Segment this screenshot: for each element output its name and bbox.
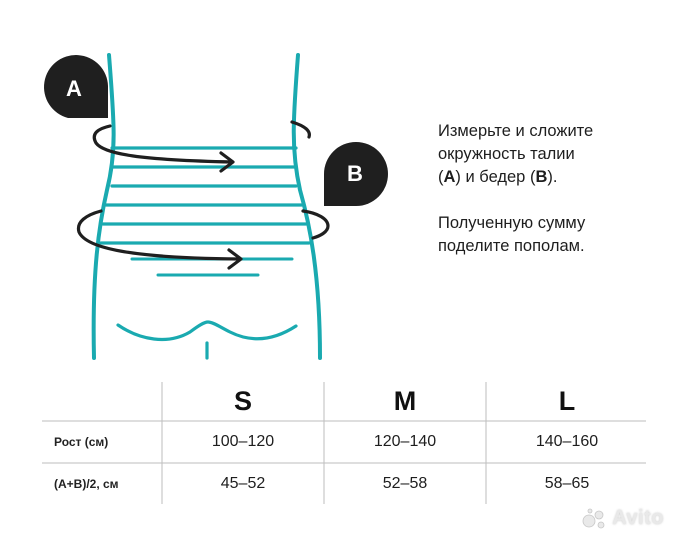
instruction-line: поделите пополам. <box>438 237 585 255</box>
avito-watermark-text: Avito <box>612 507 664 529</box>
size-header-l: L <box>558 386 576 416</box>
row-label-girth: (A+B)/2, см <box>54 477 119 491</box>
table-cell: 45–52 <box>220 475 266 492</box>
instruction-line: окружность талии <box>438 145 575 163</box>
measurement-instructions: Измерьте и сложите окружность талии (A) … <box>438 120 673 258</box>
marker-b: B <box>324 142 388 206</box>
avito-watermark: Avito <box>582 507 664 530</box>
marker-a-label: A <box>66 76 82 101</box>
waist-arrow-icon <box>92 120 311 173</box>
instruction-b: B <box>535 168 548 186</box>
size-header-m: M <box>393 386 417 416</box>
size-header-s: S <box>233 386 252 416</box>
instruction-text-2: Полученную сумму поделите пополам. <box>438 212 673 258</box>
instruction-line: ). <box>547 168 558 186</box>
row-label-height: Рост (см) <box>54 435 109 449</box>
marker-a: A <box>44 55 108 118</box>
measurement-illustration: A B <box>44 53 388 360</box>
instruction-line: Измерьте и сложите <box>438 122 594 140</box>
table-cell: 52–58 <box>382 475 428 492</box>
instruction-text-1: Измерьте и сложите окружность талии (A) … <box>438 120 673 189</box>
size-table: S M L Рост (см) 100–120 120–140 140–160 … <box>0 372 676 512</box>
body-outline-left <box>91 53 116 360</box>
avito-logo-icon <box>582 508 605 528</box>
table-cell: 140–160 <box>535 433 599 450</box>
instruction-a: A <box>443 168 456 186</box>
table-cell: 120–140 <box>373 433 437 450</box>
instruction-line: ( <box>438 168 444 186</box>
hip-arrow-icon <box>76 209 330 270</box>
belt-stripes <box>99 146 311 245</box>
table-cell: 100–120 <box>211 433 275 450</box>
body-outline-right <box>291 53 322 360</box>
lower-contour <box>116 320 298 341</box>
instruction-line: ) и бедер ( <box>455 168 536 186</box>
marker-b-label: B <box>347 161 363 186</box>
table-grid <box>42 382 646 504</box>
instruction-line: Полученную сумму <box>438 214 586 232</box>
table-cell: 58–65 <box>544 475 590 492</box>
